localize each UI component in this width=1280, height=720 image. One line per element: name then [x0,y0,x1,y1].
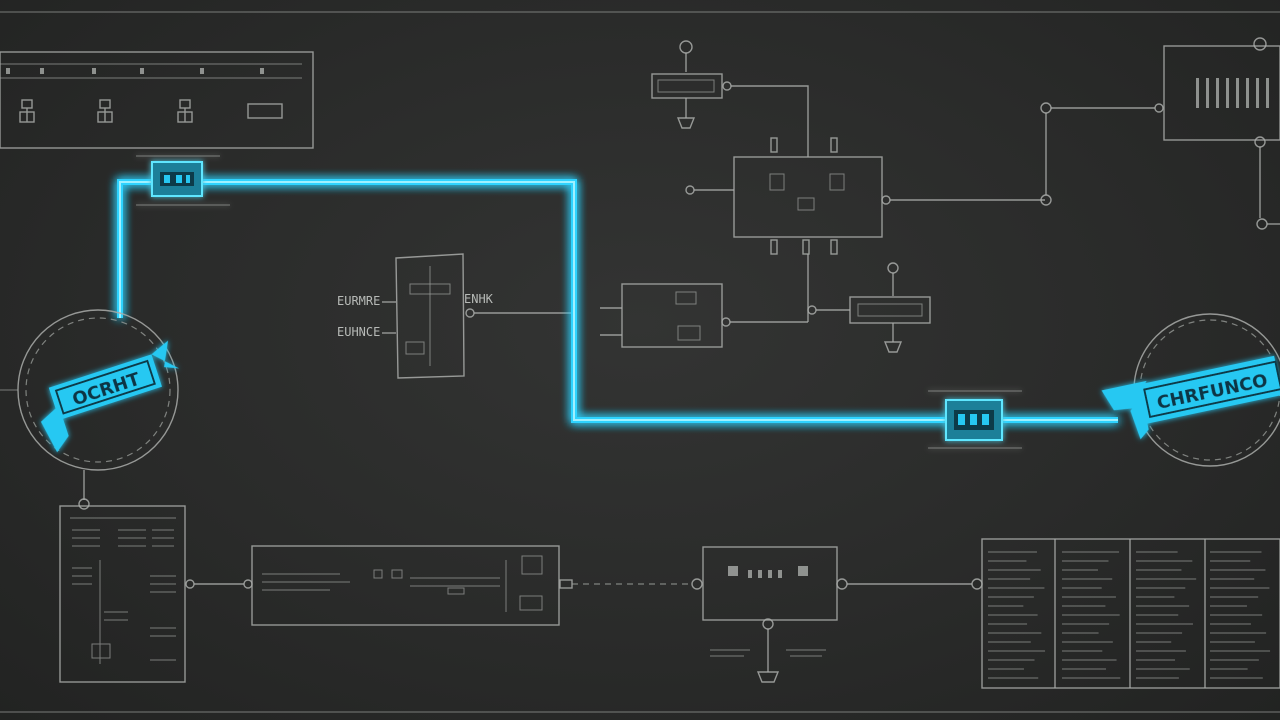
signal-path [117,179,1118,423]
central-chip [685,137,1045,322]
block-label-left-top: EURMRE [337,294,380,308]
middle-left-block: EURMRE EUHNCE ENHK [337,253,576,379]
block-label-right-top: ENHK [464,292,494,306]
block-label-left-bottom: EUHNCE [337,325,380,339]
bottom-left-panel [59,505,195,683]
bottom-center-chip [702,546,983,683]
top-left-panel [0,51,314,149]
right-ic-component [807,262,931,353]
mid-chip [600,283,808,348]
top-right-panel [1040,37,1280,230]
bottom-long-block [194,545,703,626]
right-badge: CHRFUNCO [1101,313,1280,467]
path-node-bottom [928,390,1022,449]
top-ic-component [651,40,809,157]
path-node-top [136,155,230,206]
bottom-right-table [981,538,1280,689]
left-badge: OCRHT [0,309,180,510]
